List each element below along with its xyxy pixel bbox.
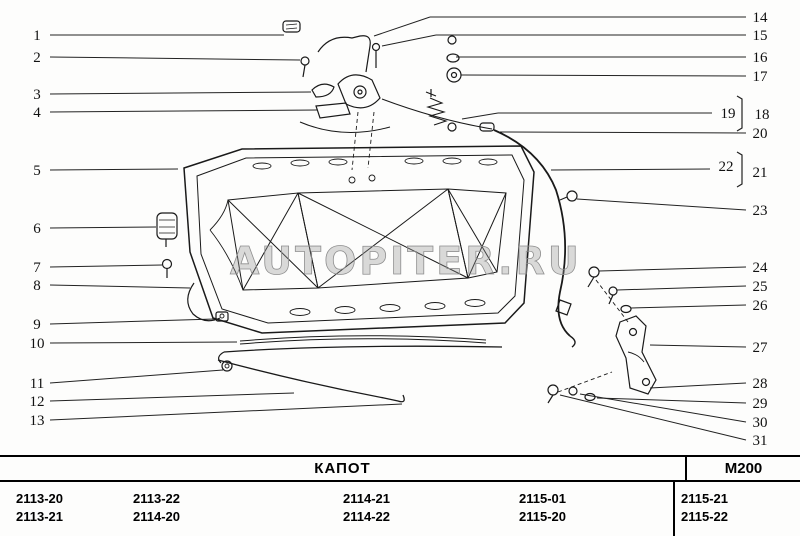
callout-21: 21 [753,165,768,181]
hinge-parts [547,266,657,404]
callout-28: 28 [753,376,768,392]
callout-23: 23 [753,203,768,219]
callout-27: 27 [753,340,769,356]
model-code-cell: М200 [687,457,800,480]
hood-slots-bottom [289,299,486,316]
callout-14: 14 [753,10,769,26]
callout-3: 3 [33,87,41,103]
callout-17: 17 [753,69,769,85]
model-list: 2113-20 2113-21 2113-22 2114-20 2114-21 … [0,482,800,536]
model-number: 2113-22 [133,491,180,506]
callout-11: 11 [30,376,44,392]
hood-slots-top [252,157,498,170]
table-title-cell: КАПОТ [0,457,687,480]
callout-22: 22 [719,159,734,175]
left-parts [156,212,503,403]
callout-6: 6 [33,221,41,237]
model-number: 2115-22 [681,509,728,524]
callout-13: 13 [30,413,45,429]
model-number: 2115-21 [681,491,728,506]
callout-30: 30 [753,415,768,431]
callouts-left: 1 2 3 4 5 6 7 8 9 10 11 12 13 [30,28,45,429]
spring-and-cable [381,89,578,348]
callout-15: 15 [753,28,768,44]
callout-12: 12 [30,394,45,410]
lock-fasteners [446,35,462,83]
callouts-right: 14 15 16 17 19 18 20 22 21 23 24 25 26 2… [719,10,770,449]
callout-29: 29 [753,396,768,412]
exploded-view-diagram: AUTOPITER.RU 1 2 3 4 5 6 7 8 9 10 11 12 … [30,10,770,449]
callout-4: 4 [33,105,41,121]
callout-group-brackets [736,95,743,188]
model-column-divider [673,482,675,536]
table-title: КАПОТ [314,460,371,477]
model-code: М200 [724,460,763,477]
callout-1: 1 [33,28,41,44]
model-column-3: 2114-21 2114-22 [343,491,390,524]
model-column-4: 2115-01 2115-20 [519,491,566,524]
callout-7: 7 [33,260,41,276]
model-number: 2113-20 [16,491,63,506]
callout-8: 8 [33,278,41,294]
callout-16: 16 [753,50,769,66]
model-column-1: 2113-20 2113-21 [16,491,63,524]
callout-20: 20 [753,126,768,142]
model-number: 2115-01 [519,491,566,506]
leader-lines [49,16,747,441]
model-number: 2115-20 [519,509,566,524]
watermark: AUTOPITER.RU [230,239,582,283]
callout-25: 25 [753,279,768,295]
callout-5: 5 [33,163,41,179]
callout-19: 19 [721,106,736,122]
hood-panel-drawing [183,111,535,334]
model-number: 2114-22 [343,509,390,524]
model-number: 2114-20 [133,509,180,524]
model-column-5: 2115-21 2115-22 [681,491,728,524]
model-column-2: 2113-22 2114-20 [133,491,180,524]
callout-24: 24 [753,260,769,276]
hood-inner-web [209,188,507,291]
callout-9: 9 [33,317,41,333]
model-number: 2113-21 [16,509,63,524]
callout-31: 31 [753,433,768,449]
reference-table: КАПОТ М200 2113-20 2113-21 2113-22 2114-… [0,455,800,536]
model-number: 2114-21 [343,491,390,506]
callout-18: 18 [755,107,770,123]
callout-2: 2 [33,50,41,66]
callout-10: 10 [30,336,45,352]
hood-lock-assembly [282,20,391,133]
callout-26: 26 [753,298,769,314]
table-title-row: КАПОТ М200 [0,455,800,482]
